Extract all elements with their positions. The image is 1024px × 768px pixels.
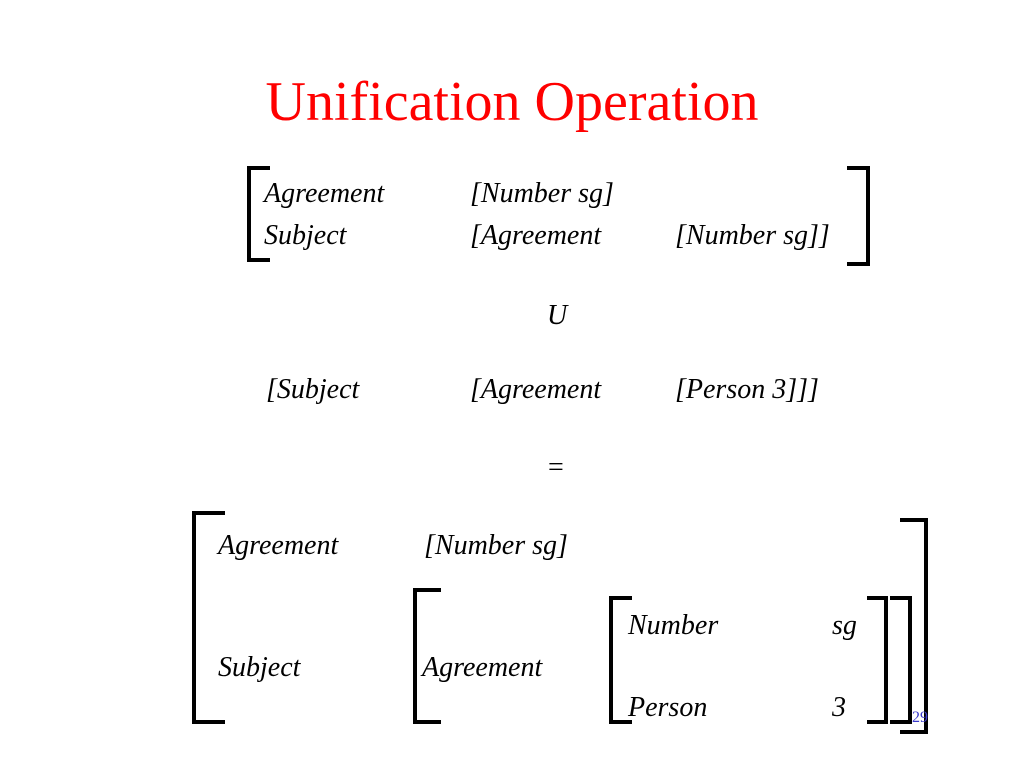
right-bracket-result-outer (900, 518, 928, 734)
left-bracket-structure-1 (247, 166, 270, 262)
right-bracket-result-agreement (890, 596, 912, 724)
slide-number: 29 (912, 709, 928, 726)
structure-1-value-number-sg-nested: [Number sg]] (675, 220, 830, 251)
structure-1-feature-agreement: Agreement (264, 178, 385, 209)
structure-1-value-number-sg: [Number sg] (470, 178, 614, 209)
left-bracket-result-inner (609, 596, 632, 724)
result-feature-agreement: Agreement (218, 530, 339, 561)
structure-1-feature-subject: Subject (264, 220, 347, 251)
result-value-number-sg: [Number sg] (424, 530, 568, 561)
equals-operator: = (548, 452, 564, 483)
result-inner-value-3: 3 (832, 692, 846, 723)
left-bracket-result-outer (192, 511, 225, 724)
result-feature-agreement-nested: Agreement (422, 652, 543, 683)
right-bracket-structure-1 (847, 166, 870, 266)
result-inner-feature-number: Number (628, 610, 719, 641)
structure-2-person-3: [Person 3]]] (675, 374, 819, 405)
left-bracket-result-agreement (413, 588, 441, 724)
union-operator: U (547, 300, 568, 331)
structure-2-subject: [Subject (266, 374, 360, 405)
result-inner-feature-person: Person (628, 692, 708, 723)
right-bracket-result-inner (867, 596, 888, 724)
structure-1-value-agreement: [Agreement (470, 220, 602, 251)
slide-title: Unification Operation (265, 71, 759, 133)
structure-2-agreement: [Agreement (470, 374, 602, 405)
result-inner-value-sg: sg (832, 610, 857, 641)
result-feature-subject: Subject (218, 652, 301, 683)
